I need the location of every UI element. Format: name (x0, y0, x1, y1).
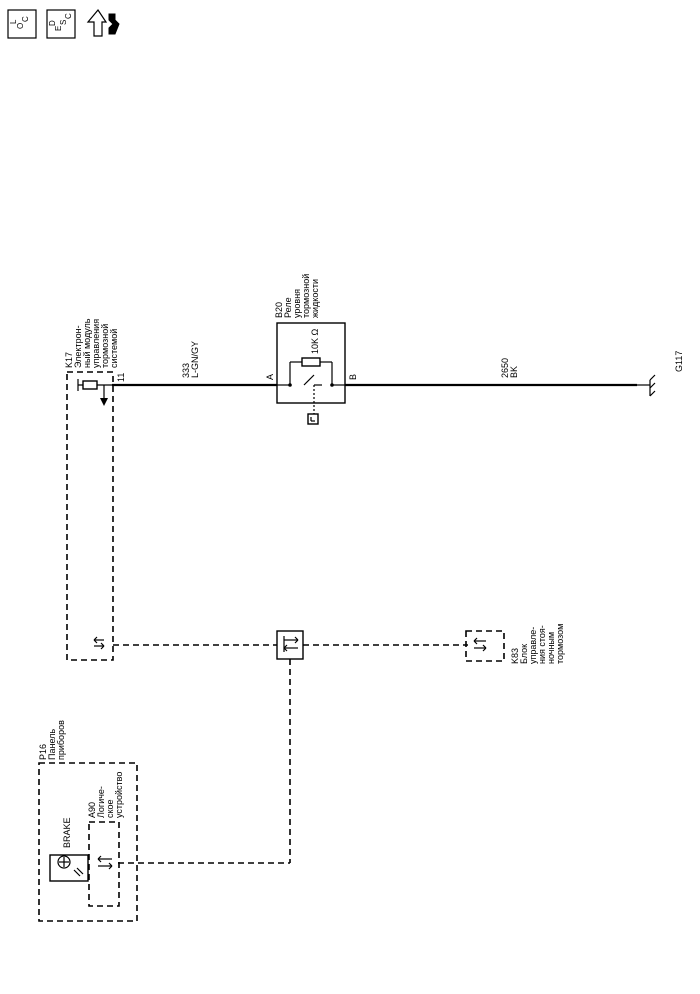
b20-pin-b: B (348, 374, 358, 380)
desc-letter-s: S (59, 20, 68, 25)
a90-logic-outline (88, 821, 120, 907)
brake-lamp-label: BRAKE (62, 817, 72, 848)
loc-letter-c: C (21, 16, 30, 22)
svg-text:A90: A90 (87, 802, 97, 818)
b20-internal-circuit (277, 357, 345, 425)
svg-text:BK: BK (509, 366, 519, 378)
svg-text:ночным: ночным (546, 632, 556, 664)
ground-g117-label: G117 (674, 351, 684, 372)
svg-text:P16: P16 (38, 744, 48, 760)
svg-text:тормозной: тормозной (100, 324, 110, 368)
brake-lamp-icon (49, 854, 89, 882)
serial-data-junction[interactable] (276, 630, 304, 660)
wire-333-label: 333 L-GN/GY (181, 341, 200, 378)
svg-text:Логиче-: Логиче- (96, 786, 106, 818)
svg-text:Панель: Панель (47, 729, 57, 760)
svg-text:ный модуль: ный модуль (82, 318, 92, 368)
svg-text:тормозом: тормозом (555, 624, 565, 664)
svg-text:системой: системой (109, 329, 119, 368)
desc-letter-e: E (54, 26, 63, 31)
svg-text:Реле: Реле (283, 297, 293, 318)
svg-text:уровня: уровня (292, 289, 302, 318)
loc-letter-o: O (16, 23, 25, 29)
loc-letter-l: L (9, 19, 18, 24)
svg-text:B20: B20 (274, 302, 284, 318)
a90-label: A90 Логиче- ское устройство (87, 772, 124, 818)
svg-text:жидкости: жидкости (310, 279, 320, 318)
svg-text:устройство: устройство (114, 772, 124, 818)
svg-text:управле-: управле- (528, 627, 538, 664)
a90-serial-data-icon (97, 855, 113, 870)
svg-text:тормозной: тормозной (301, 274, 311, 318)
svg-text:K83: K83 (510, 648, 520, 664)
svg-text:ское: ское (105, 799, 115, 818)
b20-resistor-value: 10K Ω (310, 328, 320, 354)
p16-label: P16 Панель приборов (38, 720, 66, 760)
svg-text:ния стоя-: ния стоя- (537, 625, 547, 664)
description-icon[interactable]: D E S C (46, 9, 76, 39)
p16-cluster-outline (38, 762, 138, 922)
k83-module-outline (465, 630, 505, 662)
svg-text:L-GN/GY: L-GN/GY (190, 341, 200, 378)
b20-label: B20 Реле уровня тормозной жидкости (274, 274, 320, 318)
desc-letter-d: D (48, 20, 57, 26)
svg-text:Электрон-: Электрон- (73, 325, 83, 368)
k17-internal-resistor (77, 379, 112, 406)
k17-label: K17 Электрон- ный модуль управления торм… (64, 318, 119, 368)
float-switch-icon (307, 413, 319, 425)
k17-pin-11: 11 (116, 373, 126, 382)
svg-text:приборов: приборов (56, 720, 66, 760)
k17-module-outline (66, 371, 114, 661)
desc-letter-c: C (64, 13, 73, 19)
k83-label: K83 Блок управле- ния стоя- ночным тормо… (510, 624, 565, 664)
k17-serial-data-icon (93, 636, 105, 650)
location-icon[interactable]: L O C (7, 9, 37, 39)
diagnostic-tool-icon[interactable] (86, 8, 120, 37)
svg-text:Блок: Блок (519, 644, 529, 664)
svg-text:333: 333 (181, 363, 191, 378)
b20-pin-a: A (265, 374, 275, 380)
wire-2650-label: 2650 BK (500, 358, 519, 378)
svg-text:управления: управления (91, 319, 101, 368)
svg-text:2650: 2650 (500, 358, 510, 378)
svg-text:K17: K17 (64, 352, 74, 368)
k83-serial-data-icon (473, 637, 487, 652)
ground-icon[interactable] (637, 374, 656, 397)
